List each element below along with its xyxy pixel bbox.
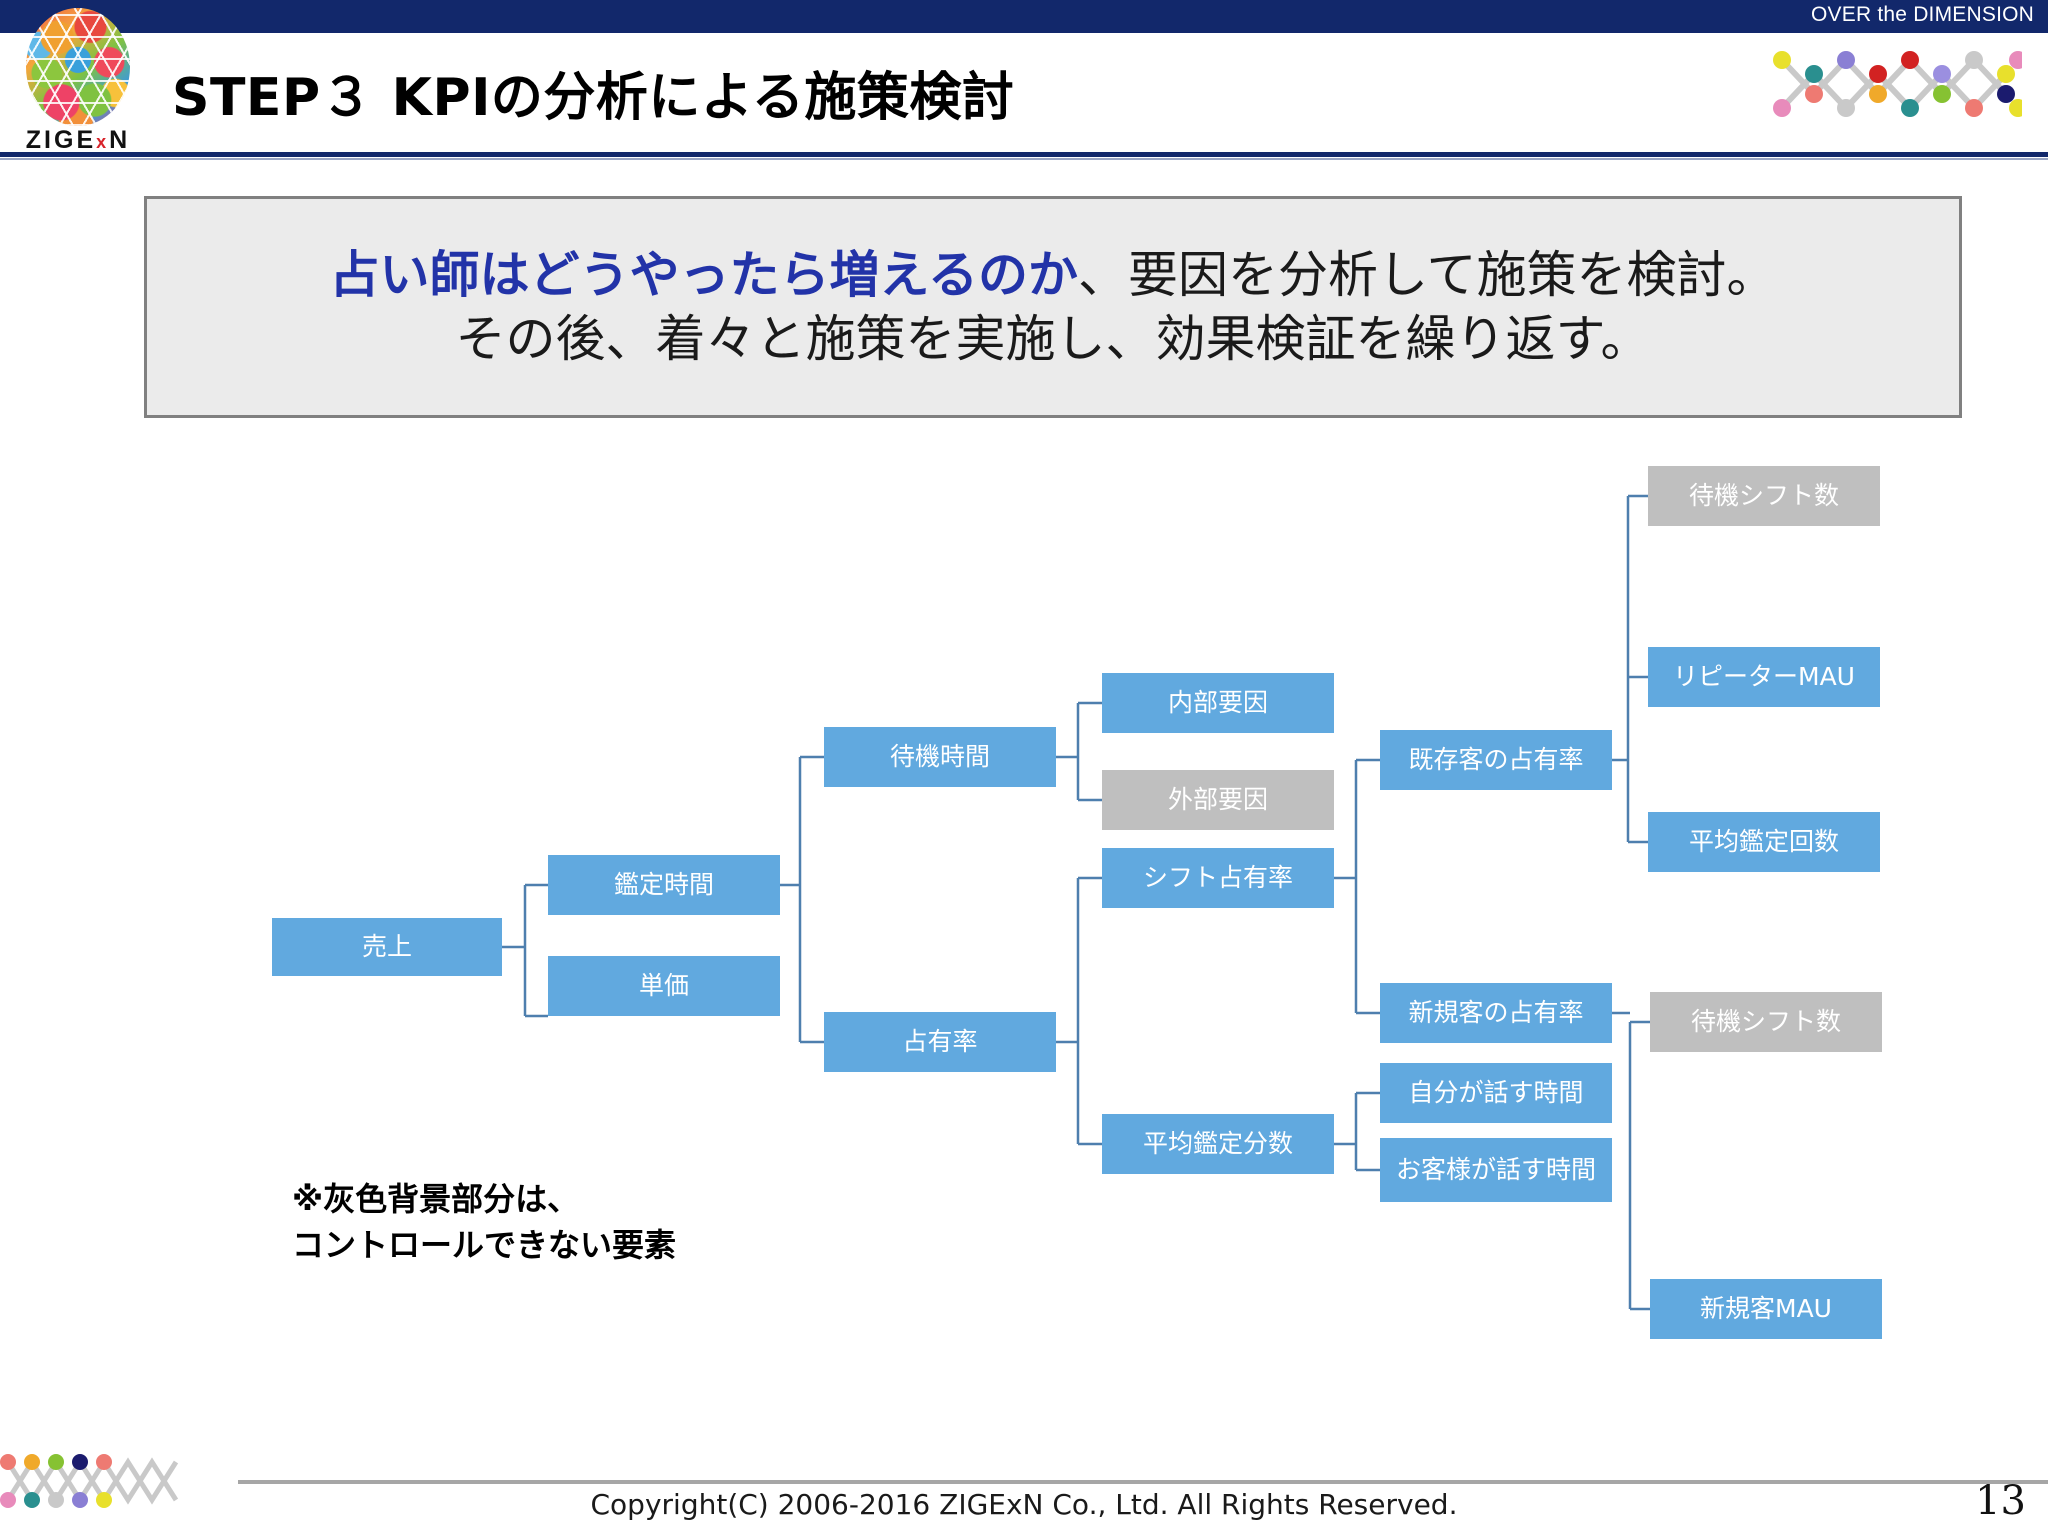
node-label: 新規客の占有率 [1408, 998, 1584, 1027]
node-label: 占有率 [902, 1027, 978, 1056]
diagram-note-line-1: ※灰色背景部分は、 [292, 1180, 580, 1218]
node-shinkikyaku-mau[interactable]: 新規客MAU [1650, 1279, 1882, 1339]
logo-text-tail: N [109, 126, 131, 154]
message-box: 占い師はどうやったら増えるのか、要因を分析して施策を検討。 その後、着々と施策を… [144, 196, 1962, 418]
node-senyuritsu[interactable]: 占有率 [824, 1012, 1056, 1072]
page-number: 13 [1975, 1478, 2026, 1524]
zigexn-logo: ZIGExN [14, 8, 142, 156]
node-label: シフト占有率 [1142, 863, 1293, 892]
node-label: お客様が話す時間 [1395, 1155, 1596, 1184]
node-label: 外部要因 [1167, 785, 1268, 814]
header-band [0, 33, 2048, 154]
logo-sphere-icon [26, 8, 130, 126]
node-uriage[interactable]: 売上 [272, 918, 502, 976]
node-naibu-youin[interactable]: 内部要因 [1102, 673, 1334, 733]
node-taiki-shift-su-1[interactable]: 待機シフト数 [1648, 466, 1880, 526]
node-label: 単価 [638, 971, 689, 1000]
footer-divider [238, 1480, 2048, 1484]
message-emphasis: 占い師はどうやったら増えるのか [329, 246, 1079, 304]
logo-text-x: x [96, 132, 110, 152]
node-repeater-mau[interactable]: リピーターMAU [1648, 647, 1880, 707]
node-label: 鑑定時間 [613, 870, 714, 899]
top-banner: OVER the DIMENSION [0, 0, 2048, 33]
node-jibun-ga-hanasu-jikan[interactable]: 自分が話す時間 [1380, 1063, 1612, 1123]
page-title: STEP３ KPIの分析による施策検討 [172, 68, 1015, 128]
logo-text-main: ZIGE [25, 126, 97, 154]
molecule-decoration-header [1773, 51, 2022, 117]
node-label: 待機時間 [889, 742, 990, 771]
node-label: 平均鑑定回数 [1688, 827, 1839, 856]
node-label: 既存客の占有率 [1408, 745, 1584, 774]
node-label: 平均鑑定分数 [1142, 1129, 1293, 1158]
node-label: 売上 [361, 932, 412, 961]
header-divider-secondary [0, 158, 2048, 160]
node-kizonkyaku-senyuritsu[interactable]: 既存客の占有率 [1380, 730, 1612, 790]
node-taiki-jikan[interactable]: 待機時間 [824, 727, 1056, 787]
logo-wordmark: ZIGExN [14, 126, 142, 155]
node-okyakusama-ga-hanasu-jikan[interactable]: お客様が話す時間 [1380, 1138, 1612, 1202]
banner-label: OVER the DIMENSION [1811, 3, 2034, 26]
header-divider [0, 152, 2048, 157]
node-tanka[interactable]: 単価 [548, 956, 780, 1016]
node-label: 内部要因 [1167, 688, 1268, 717]
node-heikin-kantei-kaisu[interactable]: 平均鑑定回数 [1648, 812, 1880, 872]
message-line-1-rest: 、要因を分析して施策を検討。 [1078, 246, 1777, 304]
node-label: 待機シフト数 [1688, 481, 1839, 510]
molecule-decoration-footer [0, 1454, 179, 1508]
node-label: リピーターMAU [1673, 662, 1855, 691]
node-label: 自分が話す時間 [1408, 1078, 1584, 1107]
diagram-note: ※灰色背景部分は、 コントロールできない要素 [292, 1176, 676, 1269]
copyright-text: Copyright(C) 2006-2016 ZIGExN Co., Ltd. … [590, 1488, 1458, 1521]
diagram-note-line-2: コントロールできない要素 [292, 1226, 677, 1265]
message-line-2: その後、着々と施策を実施し、効果検証を繰り返す。 [455, 310, 1651, 368]
node-label: 待機シフト数 [1690, 1007, 1841, 1036]
node-gaibu-youin[interactable]: 外部要因 [1102, 770, 1334, 830]
node-label: 新規客MAU [1700, 1294, 1832, 1323]
node-heikin-kantei-funsu[interactable]: 平均鑑定分数 [1102, 1114, 1334, 1174]
message-line-1: 占い師はどうやったら増えるのか、要因を分析して施策を検討。 [330, 243, 1777, 307]
node-taiki-shift-su-2[interactable]: 待機シフト数 [1650, 992, 1882, 1052]
node-shinkikyaku-senyuritsu[interactable]: 新規客の占有率 [1380, 983, 1612, 1043]
node-shift-senyuritsu[interactable]: シフト占有率 [1102, 848, 1334, 908]
node-kantei-jikan[interactable]: 鑑定時間 [548, 855, 780, 915]
